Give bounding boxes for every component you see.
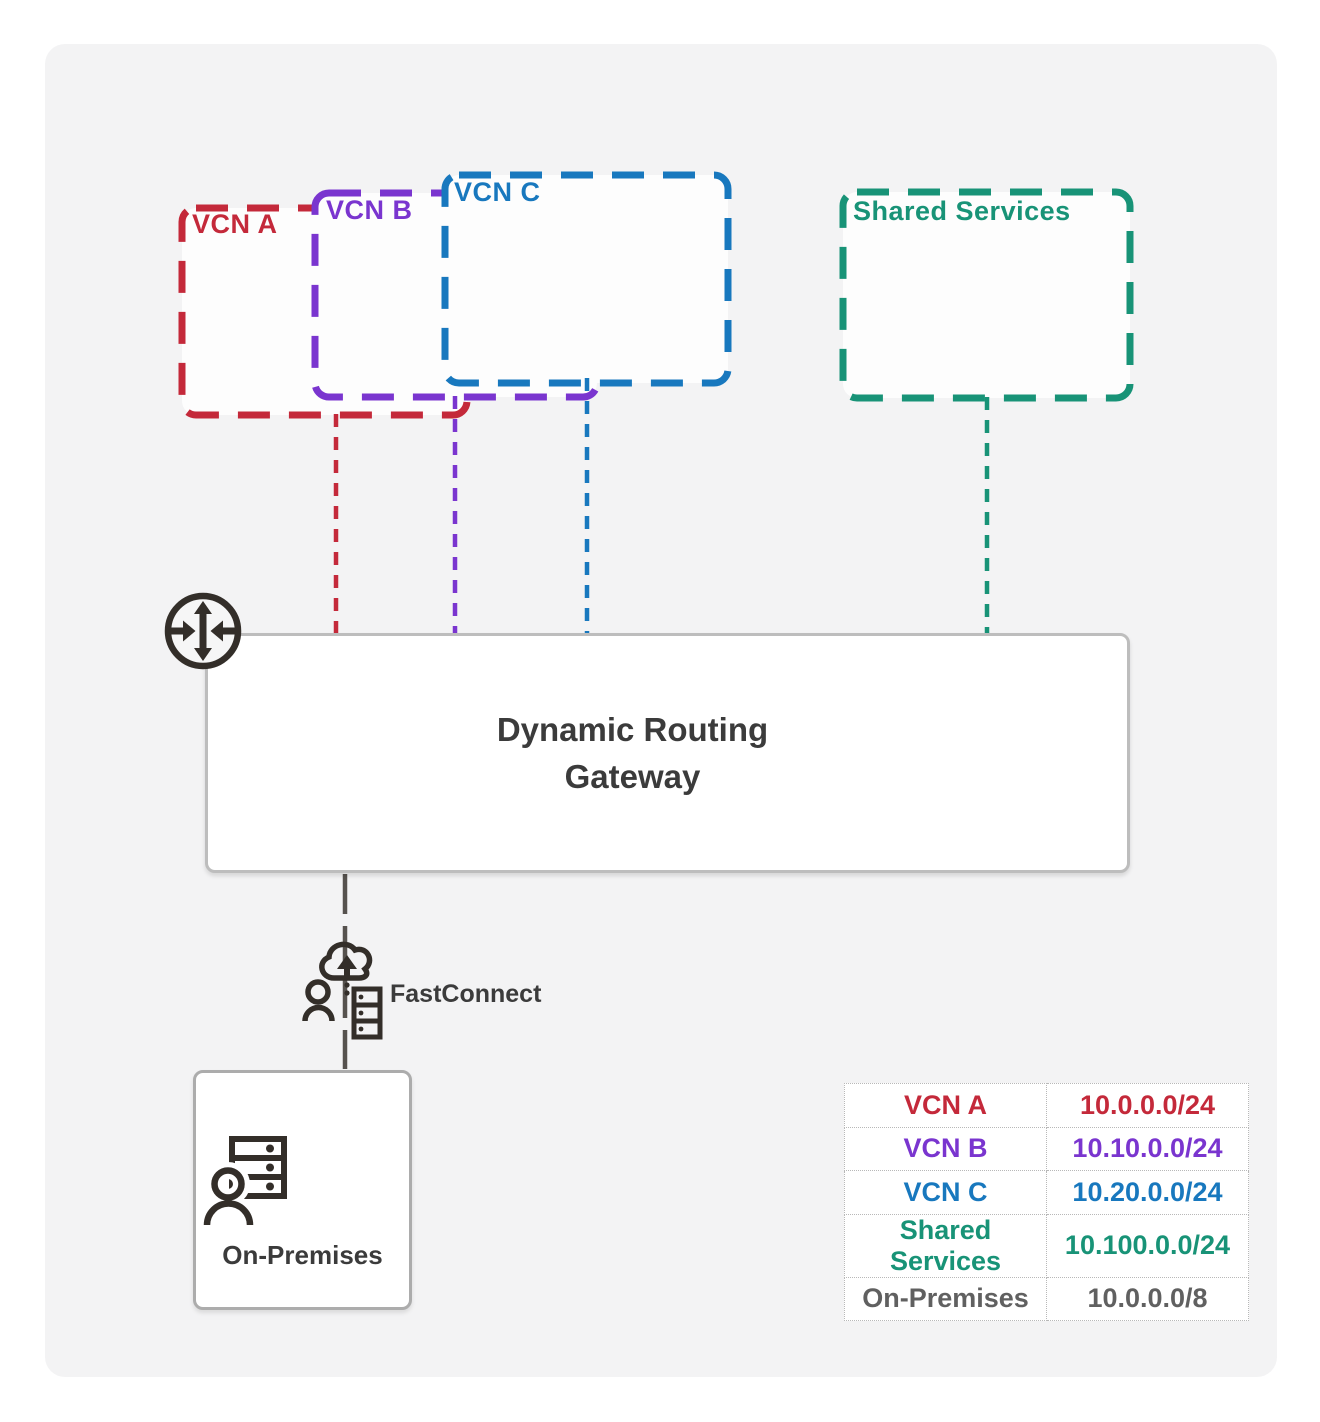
vcn-c-box: [441, 171, 732, 387]
drg-title: Dynamic Routing Gateway: [497, 706, 768, 800]
shared-services-box: [839, 188, 1134, 402]
legend-cidr-cell: 10.0.0.0/24: [1046, 1083, 1249, 1128]
drg-title-line2: Gateway: [564, 758, 701, 795]
drg-box: Dynamic Routing Gateway: [205, 633, 1130, 873]
legend-name-cell: Shared Services: [844, 1213, 1047, 1278]
legend-cidr-cell: 10.0.0.0/8: [1046, 1276, 1249, 1321]
cidr-legend-table: VCN A 10.0.0.0/24 VCN B 10.10.0.0/24 VCN…: [844, 1083, 1249, 1321]
table-row: VCN B 10.10.0.0/24: [844, 1126, 1249, 1171]
legend-name-cell: VCN A: [844, 1083, 1047, 1128]
legend-name-cell: VCN C: [844, 1170, 1047, 1215]
legend-cidr-cell: 10.10.0.0/24: [1046, 1126, 1249, 1171]
onpremises-label: On-Premises: [222, 1240, 383, 1270]
legend-cidr-cell: 10.100.0.0/24: [1046, 1213, 1249, 1278]
fastconnect-label: FastConnect: [390, 980, 542, 1008]
legend-name-cell: VCN B: [844, 1126, 1047, 1171]
drg-title-line1: Dynamic Routing: [496, 711, 769, 748]
legend-name-cell: On-Premises: [844, 1276, 1047, 1321]
vcn-c-label: VCN C: [454, 177, 541, 207]
vcn-b-label: VCN B: [326, 195, 413, 225]
router-icon: [160, 588, 246, 674]
onpremises-icon: [198, 1131, 319, 1231]
table-row: Shared Services 10.100.0.0/24: [844, 1213, 1249, 1278]
table-row: VCN A 10.0.0.0/24: [844, 1083, 1249, 1128]
table-row: On-Premises 10.0.0.0/8: [844, 1276, 1249, 1321]
table-row: VCN C 10.20.0.0/24: [844, 1170, 1249, 1215]
vcn-a-label: VCN A: [192, 209, 278, 239]
legend-cidr-cell: 10.20.0.0/24: [1046, 1170, 1249, 1215]
onpremises-box: On-Premises: [193, 1070, 412, 1310]
fastconnect-icon: [302, 933, 390, 1045]
shared-services-label: Shared Services: [853, 196, 1071, 226]
